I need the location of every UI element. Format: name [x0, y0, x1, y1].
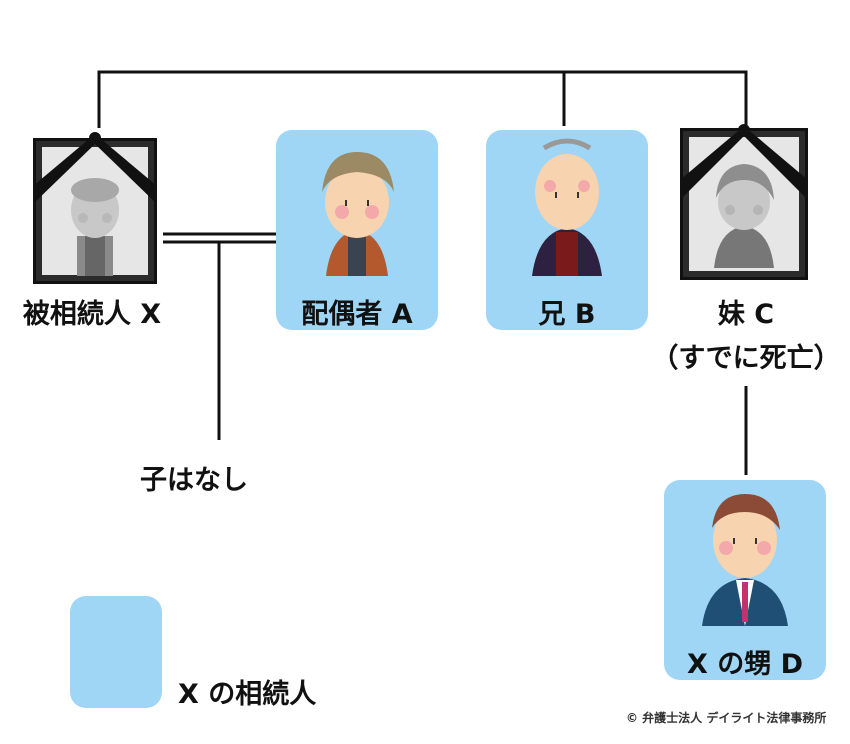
spouse-label: 配偶者 A [301, 299, 413, 330]
sister-portrait-icon [680, 124, 808, 268]
nephew-label: X の甥 D [686, 649, 804, 680]
nephew-portrait-icon [702, 494, 788, 626]
brother-label: 兄 B [538, 299, 596, 330]
sibling-line [97, 70, 748, 128]
spouse-portrait-icon [322, 152, 394, 276]
no-children-label: 子はなし [140, 465, 248, 496]
legend-label: X の相続人 [178, 679, 317, 710]
sister-label: 妹 C [717, 299, 775, 330]
brother-portrait-icon [532, 138, 602, 276]
copyright-credit: © 弁護士法人 デイライト法律事務所 [626, 711, 827, 725]
decedent-portrait-icon [33, 132, 157, 276]
sister-deceased-note: （すでに死亡） [651, 343, 841, 374]
legend-swatch [70, 596, 162, 708]
decedent-label: 被相続人 X [22, 299, 162, 330]
